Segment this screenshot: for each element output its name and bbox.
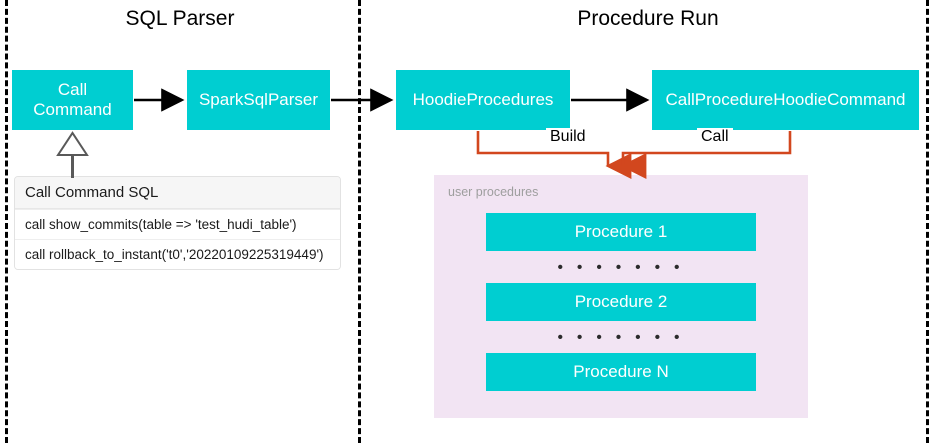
call-command-sql-table: Call Command SQL call show_commits(table… xyxy=(14,176,341,270)
edge-label-call: Call xyxy=(697,128,733,146)
user-procedures-label: user procedures xyxy=(448,185,539,199)
procedures-ellipsis-1: • • • • • • • xyxy=(557,259,685,276)
procedures-ellipsis-2: • • • • • • • xyxy=(557,329,685,346)
divider-left xyxy=(5,0,8,443)
procedure-item-n[interactable]: Procedure N xyxy=(486,353,756,391)
procedure-item-2[interactable]: Procedure 2 xyxy=(486,283,756,321)
table-row: call rollback_to_instant('t0','202201092… xyxy=(15,239,340,269)
user-procedures-panel: user procedures Procedure 1 • • • • • • … xyxy=(434,175,808,418)
procedure-item-1[interactable]: Procedure 1 xyxy=(486,213,756,251)
call-command-sql-table-header: Call Command SQL xyxy=(15,177,340,209)
divider-middle xyxy=(358,0,361,443)
divider-right xyxy=(926,0,929,443)
edge-label-build: Build xyxy=(546,128,590,146)
node-call-command-line2: Command xyxy=(33,100,112,119)
table-row: call show_commits(table => 'test_hudi_ta… xyxy=(15,209,340,239)
node-call-command-line1: Call xyxy=(57,80,88,100)
arrow-sql-to-callcommand xyxy=(56,131,89,178)
node-call-command[interactable]: Call Command xyxy=(12,70,133,130)
node-spark-sql-parser[interactable]: SparkSqlParser xyxy=(187,70,330,130)
node-hoodie-procedures[interactable]: HoodieProcedures xyxy=(396,70,570,130)
section-title-sql-parser: SQL Parser xyxy=(125,7,235,30)
section-title-procedure-run: Procedure Run xyxy=(577,7,719,30)
node-call-procedure-hoodie-command[interactable]: CallProcedureHoodieCommand xyxy=(652,70,919,130)
